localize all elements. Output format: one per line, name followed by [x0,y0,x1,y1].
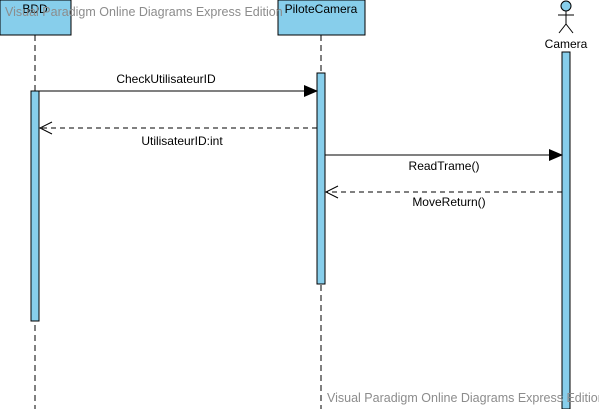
message-user-id-return-label: UtilisateurID:int [141,134,223,148]
watermark-bottom: Visual Paradigm Online Diagrams Express … [327,391,599,405]
message-check-user-id[interactable]: CheckUtilisateurID [39,72,318,97]
lifeline-camera[interactable]: Camera [545,0,588,409]
message-user-id-return[interactable]: UtilisateurID:int [38,121,317,148]
open-arrowhead-icon [324,185,339,199]
message-move-return[interactable]: MoveReturn() [324,185,562,209]
activation-bar-camera[interactable] [561,51,571,409]
activation-bar-bdd[interactable] [30,90,40,322]
activation-bar-pilote-camera[interactable] [316,72,326,285]
message-read-trame[interactable]: ReadTrame() [325,149,563,173]
lifeline-bdd-label: BDD [22,2,48,16]
message-move-return-label: MoveReturn() [412,195,485,209]
lifeline-camera-label: Camera [545,37,588,51]
lifeline-pilote-camera[interactable]: PiloteCamera [277,0,366,409]
lifeline-bdd-box[interactable] [0,0,72,36]
message-check-user-id-label: CheckUtilisateurID [116,72,216,86]
open-arrowhead-icon [38,121,53,135]
lifeline-pilote-camera-label: PiloteCamera [285,2,358,16]
watermark-top: Visual Paradigm Online Diagrams Express … [5,5,283,19]
actor-icon [558,0,574,34]
message-read-trame-label: ReadTrame() [409,159,480,173]
lifeline-bdd[interactable]: BDD [0,0,72,409]
